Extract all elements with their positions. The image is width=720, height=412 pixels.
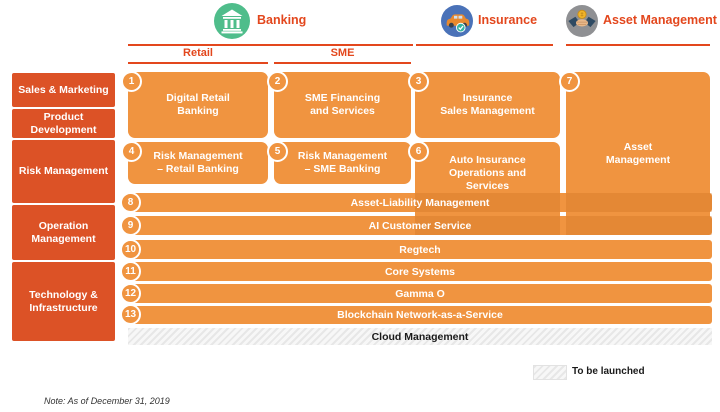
row-label-risk-management: Risk Management — [12, 140, 115, 203]
retail-underline — [128, 62, 268, 64]
capability-bar-regtech: Regtech — [128, 240, 712, 259]
legend-swatch-hatched — [533, 365, 567, 380]
capability-bar-label: Regtech — [399, 243, 441, 256]
number-badge-5: 5 — [267, 141, 288, 162]
number-badge-1: 1 — [121, 71, 142, 92]
asset-management-group-label: Asset Management — [603, 13, 717, 27]
number-badge-2: 2 — [267, 71, 288, 92]
number-badge-7: 7 — [559, 71, 580, 92]
sme-underline — [274, 62, 411, 64]
insurance-underline — [416, 44, 553, 46]
capability-bar-label: Blockchain Network-as-a-Service — [337, 309, 503, 321]
footnote: Note: As of December 31, 2019 — [44, 396, 170, 406]
row-label-technology-infrastructure: Technology & Infrastructure — [12, 262, 115, 341]
product-box-label: SME Financing and Services — [304, 92, 381, 117]
number-badge-11: 11 — [120, 261, 141, 282]
asset-underline — [566, 44, 710, 46]
product-box-insurance-sales: Insurance Sales Management — [415, 72, 560, 138]
capability-bar-label: AI Customer Service — [368, 219, 472, 232]
number-badge-6: 6 — [408, 141, 429, 162]
banking-underline — [128, 44, 413, 46]
capability-bar-gamma-o: Gamma O — [128, 284, 712, 303]
product-box-label: Digital Retail Banking — [166, 92, 230, 117]
number-badge-8: 8 — [120, 192, 141, 213]
retail-column-label: Retail — [183, 47, 213, 59]
product-box-label: Risk Management – Retail Banking — [153, 150, 243, 175]
bar-overlap-shade — [415, 193, 560, 212]
sme-column-label: SME — [330, 47, 355, 59]
product-box-label: Asset Management — [605, 140, 671, 166]
cloud-management-label: Cloud Management — [371, 330, 469, 343]
product-box-sme-financing: SME Financing and Services — [274, 72, 411, 138]
row-label-product-development: Product Development — [12, 109, 115, 138]
capability-bar-blockchain-naas: Blockchain Network-as-a-Service — [128, 306, 712, 324]
capability-bar-label: Gamma O — [395, 287, 445, 300]
bar-overlap-shade — [566, 216, 712, 235]
capability-bar-label: Asset-Liability Management — [350, 196, 490, 209]
capability-bar-label: Core Systems — [384, 265, 456, 278]
product-box-risk-retail: Risk Management – Retail Banking — [128, 142, 268, 184]
car-shield-icon — [441, 5, 473, 37]
product-box-digital-retail-banking: Digital Retail Banking — [128, 72, 268, 138]
bank-icon — [214, 3, 250, 39]
number-badge-10: 10 — [120, 239, 141, 260]
number-badge-9: 9 — [120, 215, 141, 236]
bar-overlap-shade — [415, 216, 560, 235]
cloud-management-bar: Cloud Management — [128, 328, 712, 345]
capability-bar-core-systems: Core Systems — [128, 262, 712, 281]
product-box-label: Auto Insurance Operations and Services — [448, 154, 526, 192]
bar-overlap-shade — [566, 193, 712, 212]
capability-bar-asset-liability: Asset-Liability Management — [128, 193, 712, 212]
product-box-label: Risk Management – SME Banking — [297, 150, 388, 175]
product-box-label: Insurance Sales Management — [440, 92, 535, 117]
handshake-coin-icon — [566, 5, 598, 37]
number-badge-13: 13 — [120, 304, 141, 325]
product-box-risk-sme: Risk Management – SME Banking — [274, 142, 411, 184]
capability-bar-ai-customer-service: AI Customer Service — [128, 216, 712, 235]
number-badge-12: 12 — [120, 283, 141, 304]
number-badge-4: 4 — [121, 141, 142, 162]
row-label-sales-marketing: Sales & Marketing — [12, 73, 115, 107]
insurance-group-label: Insurance — [478, 13, 538, 27]
banking-group-label: Banking — [257, 13, 307, 27]
legend-label: To be launched — [572, 366, 645, 377]
number-badge-3: 3 — [408, 71, 429, 92]
row-label-operation-management: Operation Management — [12, 205, 115, 260]
